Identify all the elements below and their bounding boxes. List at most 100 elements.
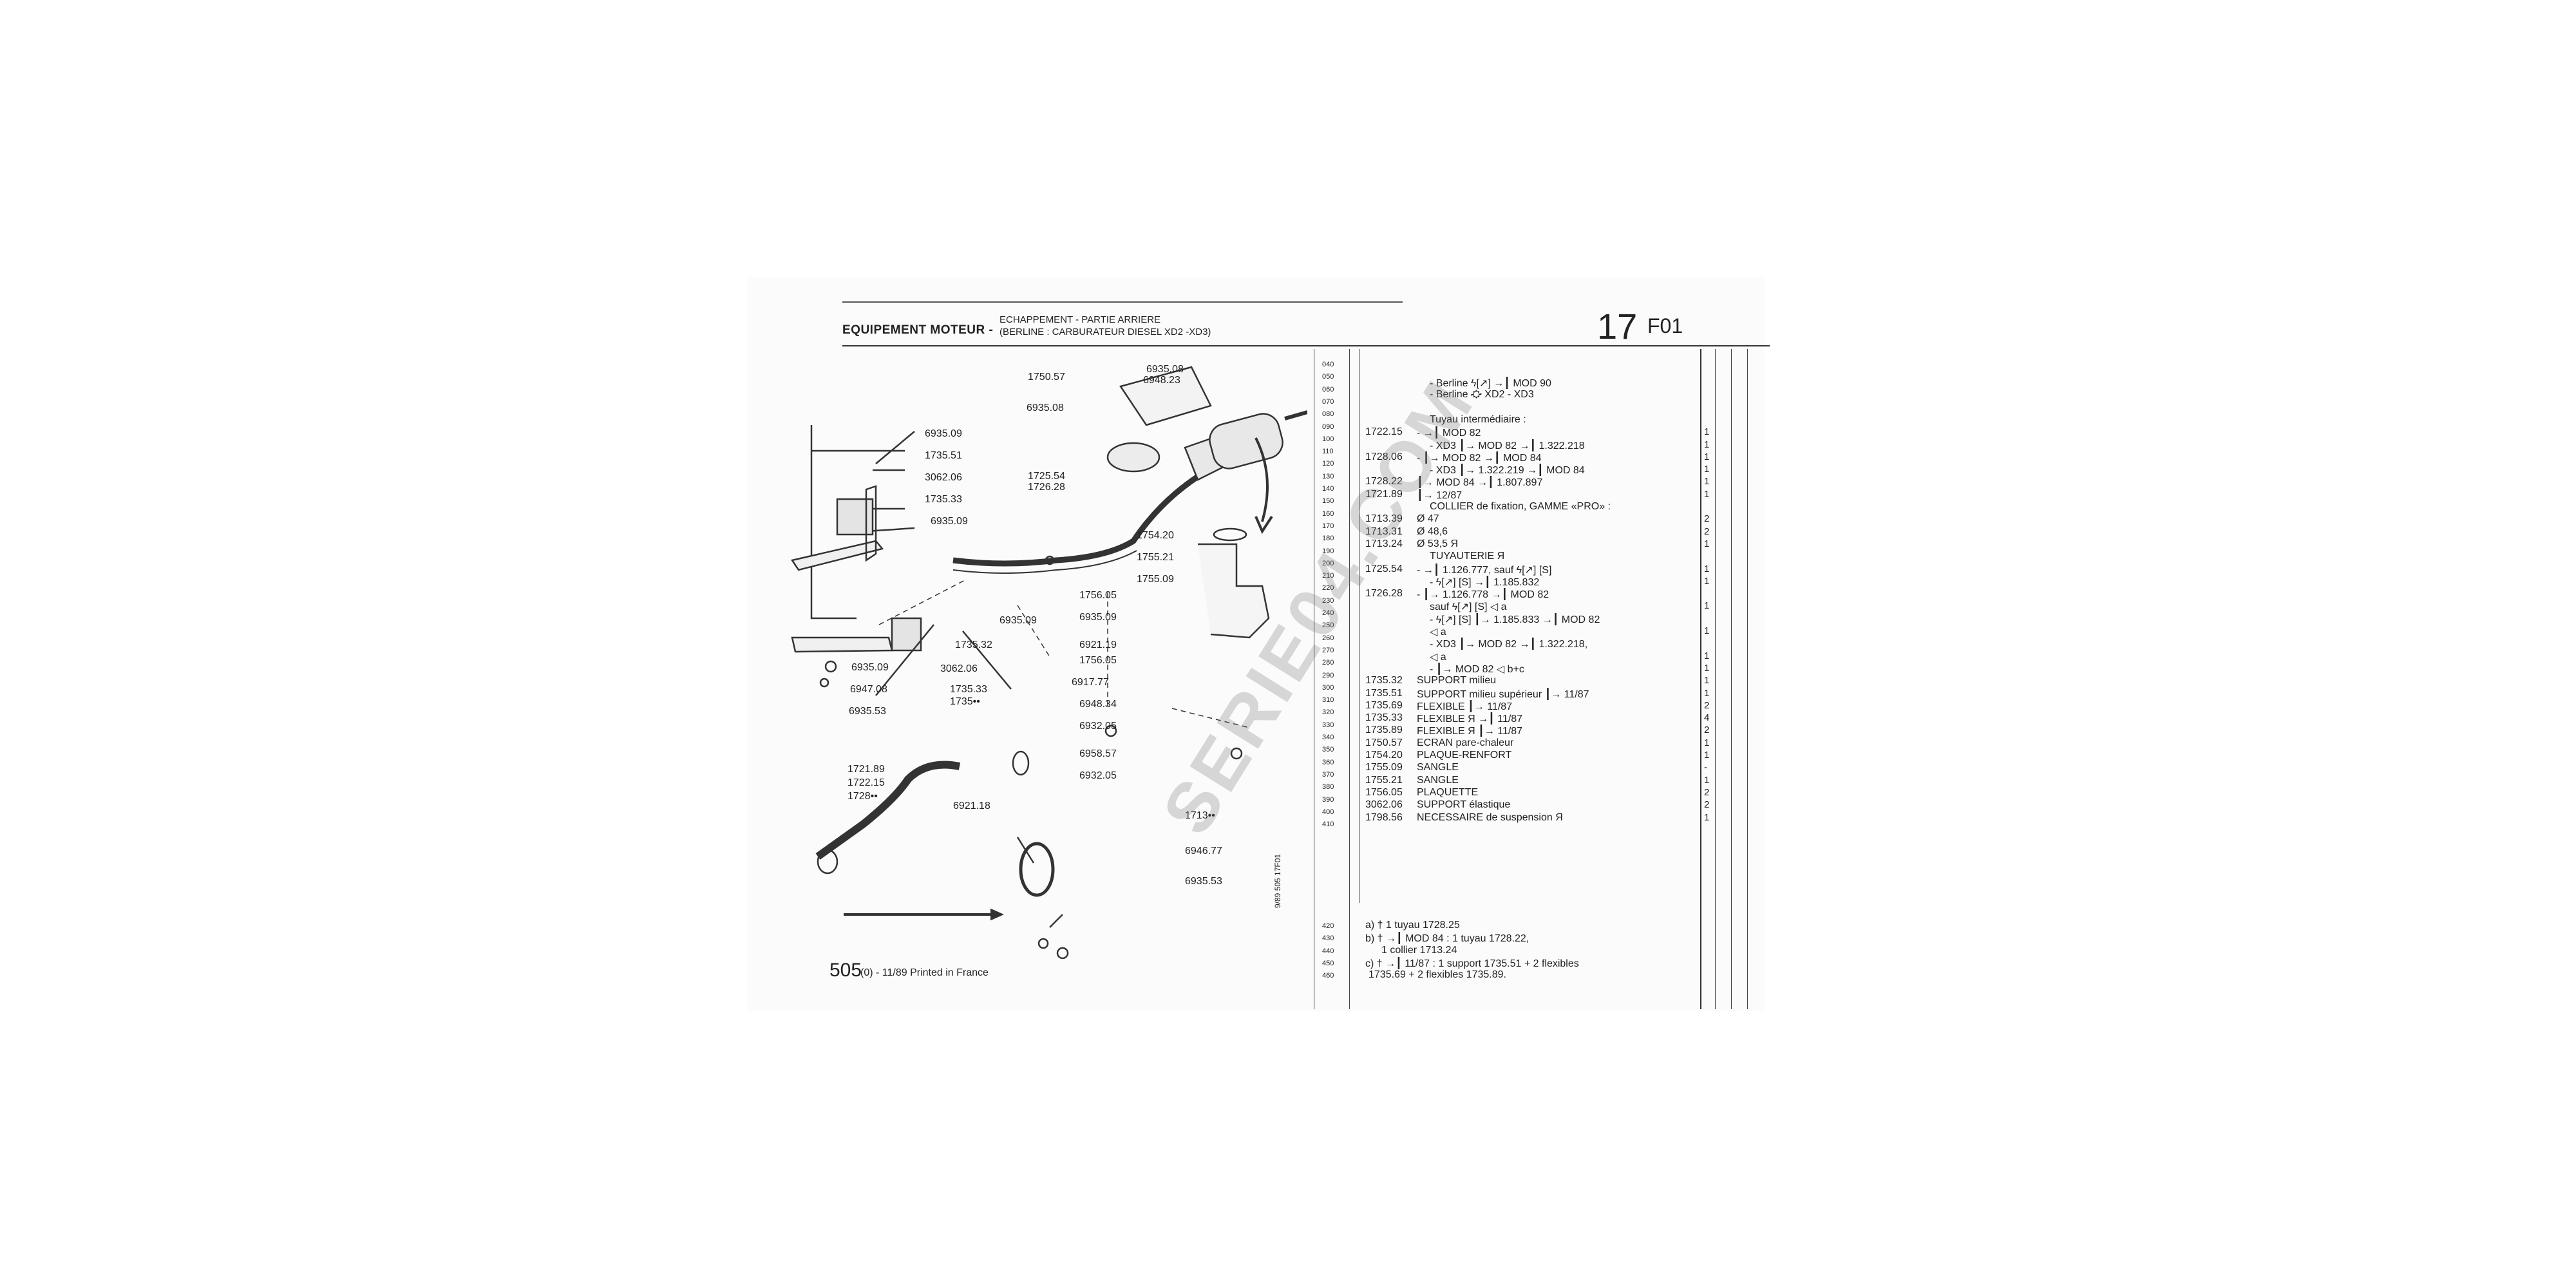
part-label: 1735•• (950, 696, 980, 707)
part-description: COLLIER de fixation, GAMME «PRO» : (1430, 501, 1611, 512)
part-quantity: 2 (1704, 526, 1710, 537)
part-ref: 1713.31 (1365, 526, 1403, 537)
part-label: 1735.32 (955, 639, 992, 650)
line-number: 150 (1322, 497, 1334, 506)
part-ref: 1735.33 (1365, 712, 1403, 724)
line-number: 300 (1322, 683, 1334, 692)
part-description: PLAQUETTE (1417, 786, 1479, 798)
part-quantity: 2 (1704, 786, 1710, 798)
line-number: 390 (1322, 795, 1334, 804)
note-line: b) † →┃ MOD 84 : 1 tuyau 1728.22, (1365, 933, 1530, 945)
part-description: - ┃→ MOD 82 →┃ MOD 84 (1417, 452, 1542, 464)
line-number: 110 (1322, 448, 1334, 456)
part-description: FLEXIBLE Я ┃→ 11/87 (1417, 726, 1523, 737)
part-quantity: 4 (1704, 712, 1710, 724)
group-code: F01 (1647, 314, 1683, 337)
part-quantity: 1 (1704, 538, 1710, 549)
part-ref: 1798.56 (1365, 811, 1403, 823)
part-ref: 1728.06 (1365, 451, 1403, 462)
note-line: 1 collier 1713.24 (1381, 944, 1457, 956)
part-quantity: 1 (1704, 675, 1710, 687)
part-description: Tuyau intermédiaire : (1430, 413, 1526, 425)
part-description: ┃→ 12/87 (1417, 489, 1463, 501)
line-number: 410 (1322, 820, 1334, 829)
column-rule (1700, 349, 1701, 1009)
part-quantity: 2 (1704, 799, 1710, 811)
part-label: 6946.77 (1185, 846, 1222, 857)
part-quantity: 1 (1704, 476, 1710, 488)
part-label: 1728•• (848, 791, 878, 802)
part-description: - →┃ 1.126.777, sauf ϟ[↗] [S] (1417, 564, 1552, 576)
part-ref: 1756.05 (1365, 786, 1403, 798)
part-quantity: 1 (1704, 563, 1710, 574)
part-description: - Berline ⛮ XD2 - XD3 (1430, 389, 1534, 401)
part-ref: 3062.06 (1365, 799, 1403, 811)
part-label: 6948.34 (1079, 699, 1117, 710)
part-description: FLEXIBLE ┃→ 11/87 (1417, 701, 1513, 712)
part-ref: 1721.89 (1365, 488, 1403, 500)
part-quantity: 1 (1704, 439, 1710, 450)
part-label: 1755.21 (1137, 552, 1174, 563)
part-label: 1722.15 (848, 777, 885, 788)
line-number: 340 (1322, 734, 1334, 741)
part-ref: 1728.22 (1365, 476, 1403, 488)
part-label: 1756.05 (1079, 590, 1117, 601)
part-description: Ø 48,6 (1417, 526, 1448, 537)
line-number: 280 (1322, 659, 1334, 667)
line-number: 230 (1322, 596, 1334, 605)
line-number: 120 (1322, 460, 1334, 468)
group-number: 17 (1597, 306, 1638, 346)
part-quantity: 1 (1704, 575, 1710, 587)
exploded-diagram (790, 366, 1307, 960)
line-number: 370 (1322, 770, 1334, 779)
part-quantity: 1 (1704, 774, 1710, 786)
line-number: 250 (1322, 621, 1334, 630)
part-label: 1756.05 (1079, 655, 1117, 666)
part-label: 6921.18 (953, 800, 990, 811)
part-ref: 1754.20 (1365, 750, 1403, 761)
catalogue-page: EQUIPEMENT MOTEUR - ECHAPPEMENT - PARTIE… (747, 277, 1770, 1011)
line-number: 360 (1322, 758, 1334, 766)
part-description: - XD3 ┃→ MOD 82 →┃ 1.322.218 (1430, 440, 1585, 451)
footer-edition: (0) - 11/89 Printed in France (860, 967, 989, 978)
part-description: SUPPORT milieu supérieur ┃→ 11/87 (1417, 688, 1589, 700)
part-ref: 1725.54 (1365, 563, 1403, 574)
line-number: 310 (1322, 696, 1334, 705)
part-description: SANGLE (1417, 774, 1459, 786)
line-number: 160 (1322, 509, 1334, 518)
part-label: 3062.06 (940, 663, 978, 674)
column-rule (1349, 349, 1350, 1009)
line-number: 320 (1322, 708, 1334, 717)
line-number: 180 (1322, 535, 1334, 543)
part-description: ┃→ MOD 84 →┃ 1.807.897 (1417, 477, 1543, 489)
part-label: 1735.51 (925, 450, 962, 461)
part-label: 6935.09 (931, 516, 968, 527)
part-label: 6932.05 (1079, 770, 1117, 781)
part-label: 6935.53 (849, 706, 886, 717)
part-quantity: 1 (1704, 426, 1710, 438)
part-quantity: 1 (1704, 662, 1710, 674)
part-description: - ┃→ 1.126.778 →┃ MOD 82 (1417, 589, 1549, 601)
part-description: SUPPORT milieu (1417, 675, 1496, 687)
part-description: TUYAUTERIE Я (1430, 551, 1505, 562)
part-quantity: 1 (1704, 650, 1710, 661)
line-number: 100 (1322, 435, 1334, 443)
column-rule (1731, 349, 1732, 1009)
line-number: 440 (1322, 947, 1334, 955)
part-quantity: - (1704, 762, 1707, 773)
part-description: - ┃→ MOD 82 ◁ b+c (1430, 663, 1524, 675)
part-label: 1725.54 (1028, 471, 1065, 482)
line-number: 430 (1322, 934, 1334, 943)
note-line: 1735.69 + 2 flexibles 1735.89. (1368, 969, 1506, 981)
part-label: 6935.53 (1185, 876, 1222, 887)
part-ref: 1735.32 (1365, 675, 1403, 687)
part-description: Ø 53,5 Я (1417, 538, 1459, 549)
line-number: 090 (1322, 422, 1334, 431)
part-label: 1726.28 (1028, 482, 1065, 493)
part-label: 6935.08 (1027, 402, 1064, 413)
line-number: 210 (1322, 572, 1334, 580)
line-number: 190 (1322, 547, 1334, 555)
part-description: - ϟ[↗] [S] ┃→ 1.185.833 →┃ MOD 82 (1430, 614, 1600, 625)
part-description: PLAQUE-RENFORT (1417, 750, 1512, 761)
part-label: 6948.23 (1143, 375, 1180, 386)
